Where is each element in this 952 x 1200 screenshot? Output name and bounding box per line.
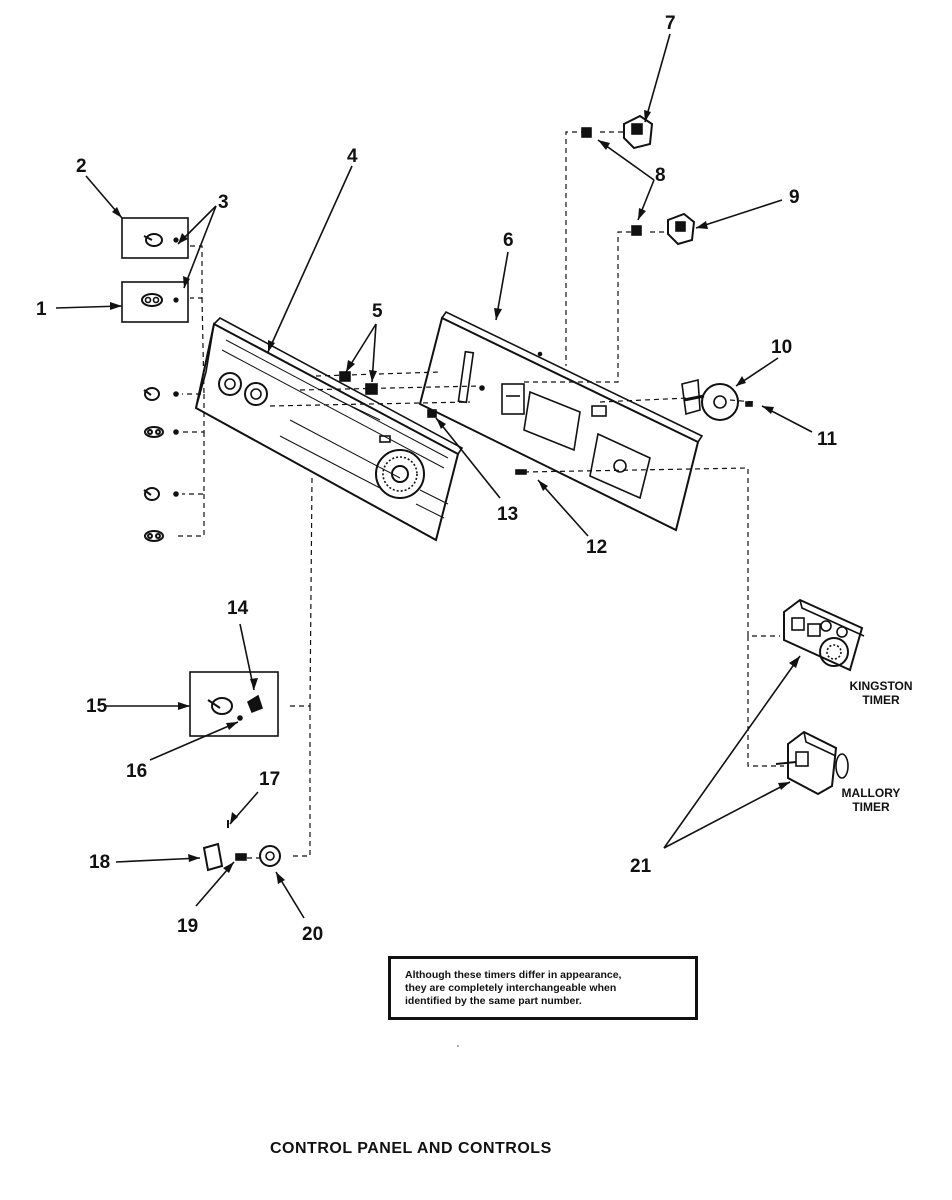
callout-15: 15 [86, 696, 108, 717]
clips-5 [339, 371, 378, 395]
callout-19: 19 [177, 916, 199, 937]
selector-10 [681, 378, 753, 421]
callout-14: 14 [227, 598, 249, 619]
knob-card-2 [121, 217, 189, 259]
callout-5: 5 [372, 301, 383, 322]
callout-16: 16 [126, 761, 148, 782]
callout-12: 12 [586, 537, 608, 558]
note-line: Although these timers differ in appearan… [405, 969, 622, 981]
callout-9: 9 [789, 187, 800, 208]
callout-4: 4 [347, 146, 358, 167]
note-line: identified by the same part number. [405, 995, 582, 1007]
kingston-timer [783, 598, 865, 672]
assembly-dashed-lines [174, 131, 784, 859]
callout-20: 20 [302, 924, 324, 945]
screws-12-13 [427, 409, 527, 475]
mallory-timer [775, 730, 849, 796]
kingston-timer-label: KINGSTON TIMER [849, 679, 913, 707]
callout-17: 17 [259, 769, 281, 790]
arrowheads [110, 110, 800, 884]
knob-card-15 [189, 671, 279, 737]
callout-7: 7 [665, 13, 676, 34]
callout-11: 11 [817, 429, 838, 450]
control-panel-4 [194, 317, 464, 542]
mallory-timer-label: MALLORY TIMER [841, 786, 901, 814]
knob-card-1 [121, 281, 189, 323]
callout-13: 13 [497, 504, 519, 525]
switch-9 [631, 212, 696, 246]
bracket-6 [418, 310, 704, 532]
callout-8: 8 [655, 165, 666, 186]
switch-7 [581, 114, 654, 150]
note-line: they are completely interchangeable when [405, 982, 617, 994]
loose-knobs [143, 387, 179, 542]
interchangeability-note: Although these timers differ in appearan… [388, 956, 698, 1020]
callout-21: 21 [630, 856, 652, 877]
diagram-title: CONTROL PANEL AND CONTROLS [270, 1140, 552, 1157]
callout-2: 2 [76, 156, 87, 177]
callout-18: 18 [89, 852, 111, 873]
callout-10: 10 [771, 337, 793, 358]
callout-6: 6 [503, 230, 514, 251]
parts-18-19-20 [202, 820, 281, 872]
callout-1: 1 [36, 299, 47, 320]
leader-lines [55, 33, 813, 919]
callout-3: 3 [218, 192, 229, 213]
